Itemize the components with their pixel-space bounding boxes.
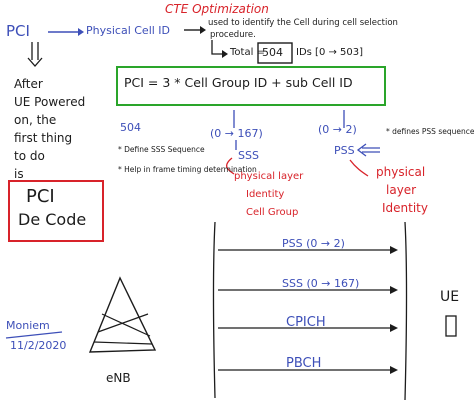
after-note-line-2: UE Powered: [14, 95, 86, 109]
after-note-line-4: first thing: [14, 131, 73, 145]
page-title: CTE Optimization: [165, 2, 269, 16]
signature-underline: [5, 331, 63, 339]
red-right-line-1: physical: [376, 165, 426, 179]
formula: PCI = 3 * Cell Group ID + sub Cell ID: [124, 75, 353, 90]
arrow-pss-head: [356, 143, 367, 157]
pci-count: 504: [120, 121, 141, 134]
pss-note-text: defines PSS sequence: [392, 127, 474, 136]
arrow-pci-head: [78, 28, 84, 36]
enb-label: eNB: [106, 371, 131, 385]
after-note-line-6: is: [14, 167, 24, 181]
red-right-line-2: layer: [386, 183, 417, 197]
total-suffix: IDs [0 → 503]: [296, 47, 364, 58]
used-to-text: used to identify the Cell during cell se…: [208, 18, 398, 28]
total-value: 504: [262, 46, 283, 59]
arrow-used-head: [200, 26, 206, 34]
bullet-2: * Help in frame timing determination: [118, 165, 257, 174]
channel-sss: SSS (0 → 167): [282, 277, 360, 290]
red-left-line-3: Cell Group: [246, 207, 299, 218]
arrow-total: [211, 40, 222, 55]
red-arrow-left: [226, 157, 235, 175]
channel-pbch: PBCH: [286, 356, 322, 371]
channel-arrow-2-head: [390, 286, 398, 294]
after-note-line-1: After: [14, 77, 43, 91]
bullet-2-text: Help in frame timing determination: [124, 165, 257, 174]
formula-box: [116, 66, 386, 106]
range-sub-cell: (0 → 2): [318, 123, 357, 136]
red-arrow-right: [349, 159, 369, 177]
ue-label: UE: [440, 289, 460, 305]
channel-frame-right: [404, 221, 408, 401]
procedure-text: procedure.: [210, 30, 256, 40]
channel-arrow-4-head: [390, 366, 398, 374]
after-note-line-3: on, the: [14, 113, 57, 127]
channel-arrow-3-head: [390, 324, 398, 332]
total-prefix: Total =: [230, 47, 265, 58]
pci-label: PCI: [6, 22, 30, 40]
channel-cpich: CPICH: [286, 315, 326, 330]
enb-tower-brace-2: [101, 313, 151, 337]
pci-decode-line-1: PCI: [26, 186, 55, 207]
channel-arrow-1-head: [390, 246, 398, 254]
physical-cell-id: Physical Cell ID: [86, 24, 171, 37]
signature-date: 11/2/2020: [10, 339, 67, 352]
box-504: [257, 42, 293, 64]
pci-decode-box: [8, 180, 104, 242]
enb-tower-brace-3: [93, 341, 153, 345]
ue-phone-icon: [445, 315, 457, 337]
signature-name: Moniem: [6, 319, 50, 332]
channel-frame-left: [212, 221, 216, 399]
after-note-line-5: to do: [14, 149, 45, 163]
pci-decode-line-2: De Code: [18, 210, 87, 229]
bullet-1: * Define SSS Sequence: [118, 145, 205, 154]
red-right-line-3: Identity: [382, 201, 428, 215]
channel-pss: PSS (0 → 2): [282, 237, 345, 250]
red-left-line-2: Identity: [246, 189, 285, 200]
bullet-1-text: Define SSS Sequence: [124, 145, 205, 154]
range-cell-group: (0 → 167): [210, 127, 263, 140]
pss-note: * defines PSS sequence: [386, 127, 474, 136]
double-arrow-head: [27, 57, 43, 67]
pss-label: PSS: [334, 144, 355, 157]
sss-label: SSS: [238, 149, 259, 162]
red-left-line-1: physical layer: [234, 171, 304, 182]
arrow-total-head: [222, 50, 228, 58]
